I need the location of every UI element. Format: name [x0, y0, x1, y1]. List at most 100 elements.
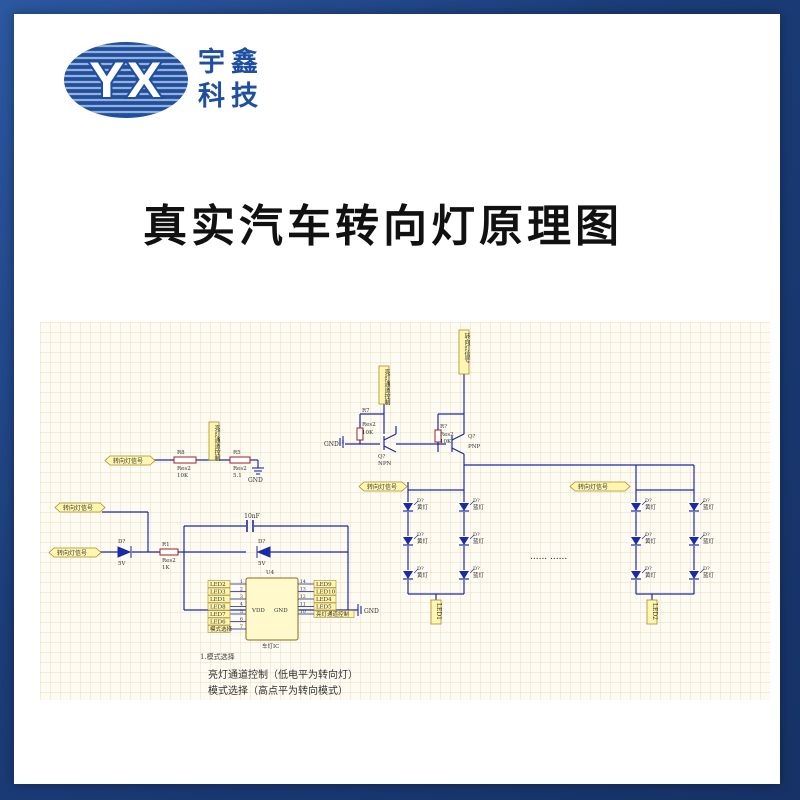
svg-text:3: 3 — [240, 594, 243, 600]
ic-pin-right-5: 亮灯通道控制 10 — [300, 609, 355, 618]
pnp-type: PNP — [468, 444, 481, 450]
r5-ref: R5 — [233, 450, 241, 456]
schematic-svg: 10nF R8 Res2 10K R5 Res2 5.1 R1 Res2 1K … — [48, 329, 715, 650]
resistor-labels: R8 Res2 10K R5 Res2 5.1 R1 Res2 1K R7 Re… — [162, 408, 454, 571]
svg-text:LED5: LED5 — [316, 605, 332, 611]
led-4-2: D?蓝灯 — [688, 532, 715, 546]
r7-ref: R7 — [362, 408, 370, 414]
svg-text:11: 11 — [300, 602, 306, 608]
ic-labels: U4 VDD GND 车灯IC — [251, 570, 288, 650]
resistor-r1 — [159, 548, 179, 556]
svg-text:蓝灯: 蓝灯 — [703, 571, 715, 579]
svg-text:LED6: LED6 — [210, 620, 226, 626]
led-4-3: D?蓝灯 — [688, 566, 715, 580]
net-turn-signal-right2-text: 转向灯信号 — [578, 483, 608, 491]
net-turn-signal-mid-text: 转向灯信号 — [63, 504, 93, 512]
zener-diodes — [117, 546, 271, 558]
ic-vdd: VDD — [251, 608, 265, 614]
led-1-2: D?黄灯 — [402, 532, 429, 546]
svg-text:LED8: LED8 — [210, 605, 226, 611]
ic-ref: U4 — [266, 570, 275, 576]
net-turn-signal-right1-text: 转向灯信号 — [367, 483, 397, 491]
rpnp-value: 10K — [440, 439, 452, 445]
ic-pin-left-4: LED8 4 — [207, 602, 243, 611]
svg-text:13: 13 — [300, 587, 306, 593]
svg-text:蓝灯: 蓝灯 — [473, 537, 485, 545]
svg-text:LED7: LED7 — [210, 612, 226, 618]
zener-labels: D? 5V D? 5V — [118, 539, 266, 567]
net-channel-ctrl-top: 亮灯通道控制 — [378, 365, 390, 406]
ic-pin-left-1: LED2 1 — [207, 579, 243, 588]
led-1-1: D?黄灯 — [402, 498, 429, 512]
logo-text: YX — [88, 52, 164, 110]
svg-text:LED2: LED2 — [210, 582, 226, 588]
svg-text:D?: D? — [703, 532, 710, 538]
led-4-1: D?蓝灯 — [688, 498, 715, 512]
svg-text:黄灯: 黄灯 — [417, 571, 429, 579]
brand: YX 宇鑫 科技 — [62, 40, 282, 120]
npn-ref: Q? — [378, 454, 386, 460]
note-line2: 模式选择（高点平为转向模式） — [208, 686, 348, 697]
svg-text:7: 7 — [240, 624, 243, 630]
zener1-ref: D? — [118, 539, 125, 545]
svg-text:LED10: LED10 — [316, 590, 336, 596]
svg-text:2: 2 — [240, 587, 243, 593]
brand-name-line2: 科技 — [198, 81, 264, 112]
svg-text:5: 5 — [240, 609, 243, 615]
gnd-label: GND — [248, 477, 263, 484]
resistor-rpnp — [434, 429, 442, 443]
svg-text:亮灯通道控制: 亮灯通道控制 — [316, 610, 350, 618]
net-led2-bottom-text: LED2 — [651, 603, 658, 620]
svg-text:D?: D? — [473, 498, 480, 504]
svg-text:D?: D? — [417, 532, 424, 538]
svg-text:1: 1 — [240, 579, 243, 585]
brand-name-line1: 宇鑫 — [198, 47, 264, 78]
r8-value: 10K — [177, 473, 189, 479]
led-3-2: D?黄灯 — [630, 532, 657, 546]
net-turn-signal-right2: 转向灯信号 — [569, 481, 631, 492]
led-2-2: D?蓝灯 — [458, 532, 485, 546]
notes: 亮灯通道控制（低电平为转向灯） 模式选择（高点平为转向模式） — [208, 668, 358, 700]
gnd-ic-label: GND — [364, 608, 379, 615]
rpnp-ref: R? — [440, 424, 447, 430]
net-led1-bottom: LED1 — [430, 599, 442, 625]
svg-text:模式选择: 模式选择 — [210, 625, 233, 633]
svg-text:蓝灯: 蓝灯 — [703, 503, 715, 511]
ic-pin-right-2: LED10 13 — [300, 587, 337, 596]
r7-value: 10K — [362, 430, 374, 436]
net-turn-signal-in: 转向灯信号 — [104, 455, 156, 466]
r8-ref: R8 — [177, 450, 185, 456]
svg-text:D?: D? — [473, 532, 480, 538]
net-turn-signal-right1: 转向灯信号 — [358, 481, 408, 492]
svg-text:黄灯: 黄灯 — [417, 503, 429, 511]
svg-text:黄灯: 黄灯 — [645, 503, 657, 511]
gnd-net-label: GND — [324, 441, 339, 448]
npn-type: NPN — [378, 461, 392, 467]
ic-pin-left-5: LED7 5 — [207, 609, 243, 618]
led-array: D?黄灯D?黄灯D?黄灯D?蓝灯D?蓝灯D?蓝灯D?黄灯D?黄灯D?黄灯D?蓝灯… — [402, 498, 715, 580]
svg-text:D?: D? — [645, 498, 652, 504]
net-turn-signal-left: 转向灯信号 — [48, 547, 102, 558]
r1-type: Res2 — [162, 558, 176, 564]
ic-pin-left-7: 模式选择 7 — [207, 624, 243, 633]
ground-labels: GND GND GND — [248, 441, 379, 615]
svg-text:黄灯: 黄灯 — [417, 537, 429, 545]
net-led1-bottom-text: LED1 — [435, 603, 442, 620]
svg-text:10: 10 — [300, 609, 306, 615]
svg-text:4: 4 — [240, 602, 243, 608]
r1-ref: R1 — [162, 542, 170, 548]
page-title: 真实汽车转向灯原理图 — [143, 201, 623, 252]
svg-text:蓝灯: 蓝灯 — [473, 503, 485, 511]
r5-type: Res2 — [233, 466, 247, 472]
transistor-pnp — [451, 433, 465, 455]
svg-text:D?: D? — [703, 566, 710, 572]
svg-text:D?: D? — [645, 532, 652, 538]
net-channel-ctrl-left: 亮灯通道控制 — [208, 421, 220, 462]
svg-text:D?: D? — [703, 498, 710, 504]
